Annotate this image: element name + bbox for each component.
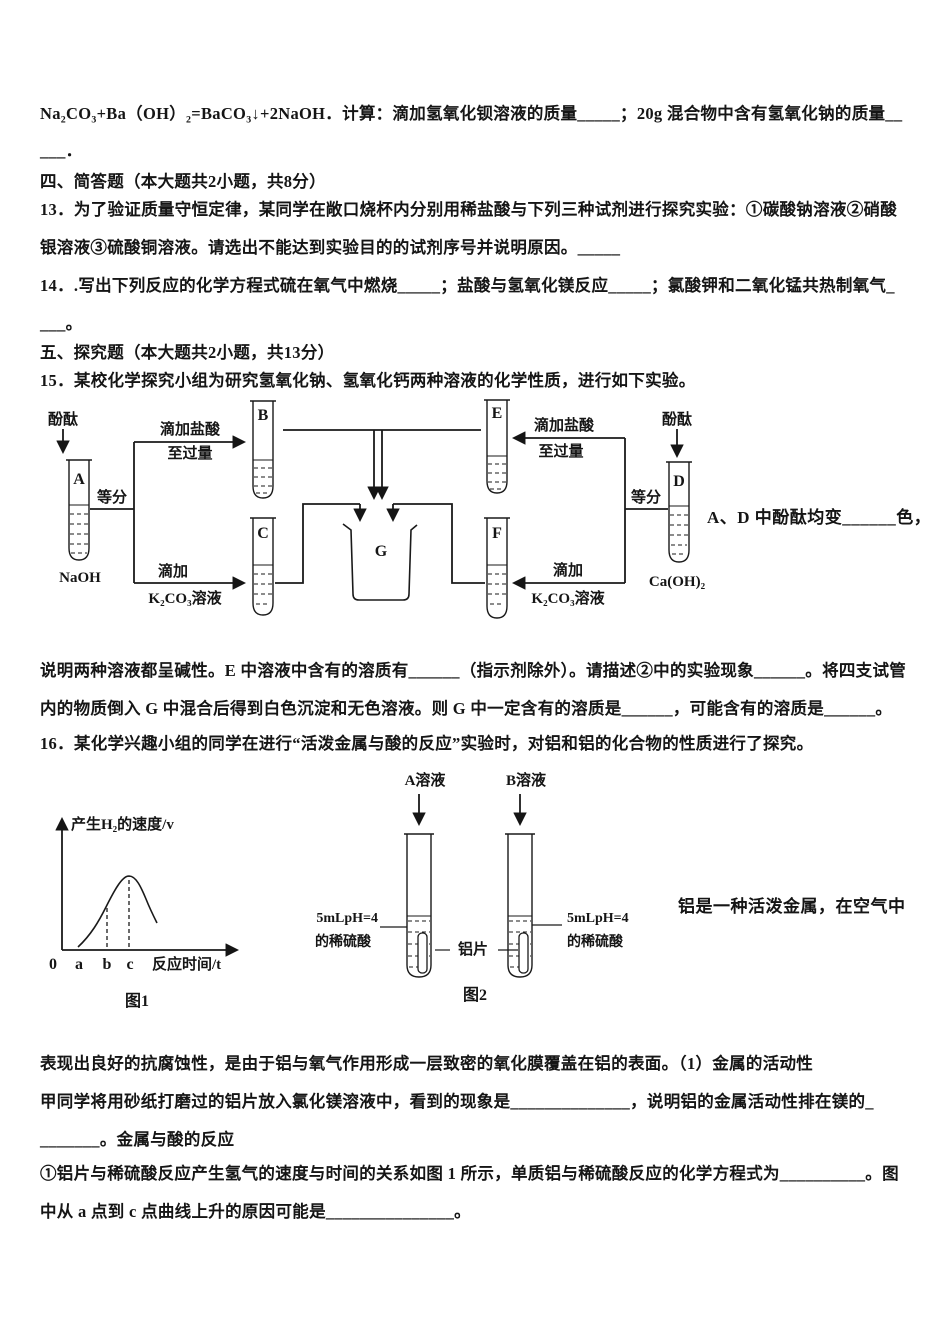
- phenolphthalein-label-left: 酚酞: [48, 410, 78, 428]
- aluminum-label: 铝片: [458, 940, 488, 958]
- figure-2-caption: 图2: [463, 986, 487, 1004]
- add-k2co3-right-label-2: K₂CO₃溶液: [531, 589, 605, 607]
- aluminum-strip: [417, 932, 428, 974]
- text-line-blank-1: ___．: [40, 141, 83, 160]
- c-to-g-connector: [275, 503, 360, 584]
- test-tube-b: B: [250, 400, 276, 499]
- question-14-line-1: 14．.写出下列反应的化学方程式硫在氧气中燃烧_____；盐酸与氢氧化镁反应__…: [40, 276, 895, 295]
- add-k2co3-right-label-1: 滴加: [553, 561, 583, 579]
- diagram1-side-note: A、D 中酚酞均变______色，: [707, 508, 932, 527]
- figure-2-test-tubes: A溶液 B溶液 5mLpH=4: [315, 771, 629, 1004]
- tube-f-letter: F: [492, 525, 502, 542]
- naoh-label: NaOH: [59, 570, 101, 586]
- test-tube-e: E: [484, 399, 510, 494]
- solution-a-label: A溶液: [405, 771, 447, 789]
- question-16-line-4: ①铝片与稀硫酸反应产生氢气的速度与时间的关系如图 1 所示，单质铝与稀硫酸反应的…: [40, 1164, 899, 1183]
- question-16-line-5: 中从 a 点到 c 点曲线上升的原因可能是_______________。: [40, 1202, 471, 1221]
- add-hcl-left-label-1: 滴加盐酸: [160, 420, 221, 438]
- beaker-g: G: [342, 523, 418, 601]
- tick-a: a: [75, 956, 83, 973]
- add-k2co3-left-label-2: K₂CO₃溶液: [148, 589, 222, 607]
- tube-b-letter: B: [258, 407, 269, 424]
- question-15-intro: 15．某校化学探究小组为研究氢氧化钠、氢氧化钙两种溶液的化学性质，进行如下实验。: [40, 371, 696, 390]
- figure-1-caption: 图1: [125, 992, 149, 1010]
- test-tube-a: A: [66, 459, 92, 561]
- acid-right-label-2: 的稀硫酸: [567, 933, 624, 950]
- acid-right-label-1: 5mLpH=4: [567, 911, 629, 926]
- question-15-line-2: 内的物质倒入 G 中混合后得到白色沉淀和无色溶液。则 G 中一定含有的溶质是__…: [40, 699, 893, 718]
- test-tube-right: [505, 833, 535, 978]
- question-13-line-1: 13．为了验证质量守恒定律，某同学在敞口烧杯内分别用稀盐酸与下列三种试剂进行探究…: [40, 200, 898, 219]
- question-15-experiment-diagram: 酚酞 A NaOH 等分 滴加盐酸 至过量: [48, 399, 706, 619]
- tube-d-letter: D: [673, 473, 685, 490]
- tube-c-letter: C: [257, 525, 269, 542]
- add-hcl-right-label-1: 滴加盐酸: [534, 416, 595, 434]
- solution-b-label: B溶液: [506, 771, 547, 789]
- beaker-g-letter: G: [375, 543, 388, 560]
- question-16-line-1: 表现出良好的抗腐蚀性，是由于铝与氧气作用形成一层致密的氧化膜覆盖在铝的表面。（1…: [40, 1054, 814, 1073]
- caoh2-label: Ca(OH)₂: [649, 574, 706, 590]
- text-line-equation: Na₂CO₃+Ba（OH）₂=BaCO₃↓+2NaOH．计算：滴加氢氧化钡溶液的…: [40, 104, 903, 123]
- add-hcl-left-label-2: 至过量: [167, 444, 212, 462]
- question-15-line-1: 说明两种溶液都呈碱性。E 中溶液中含有的溶质有______（指示剂除外）。请描述…: [40, 661, 907, 680]
- test-tube-c: C: [250, 517, 276, 616]
- figure-1-rate-graph: 产生H₂的速度/v 0 a b c 反应时间/t 图1: [49, 815, 240, 1010]
- equal-split-right-label: 等分: [631, 488, 661, 506]
- tick-c: c: [126, 956, 133, 973]
- question-16-line-2: 甲同学将用砂纸打磨过的铝片放入氯化镁溶液中，看到的现象是____________…: [40, 1092, 874, 1111]
- add-k2co3-left-label-1: 滴加: [158, 562, 188, 580]
- section-5-heading: 五、探究题（本大题共2小题，共13分）: [40, 343, 335, 362]
- y-axis-label: 产生H₂的速度/v: [71, 815, 174, 833]
- test-tube-f: F: [484, 517, 510, 619]
- phenolphthalein-label-right: 酚酞: [662, 410, 692, 428]
- f-to-g-connector: [393, 503, 485, 584]
- question-14-line-2: ___。: [40, 314, 83, 333]
- add-hcl-right-label-2: 至过量: [538, 442, 583, 460]
- tube-e-letter: E: [492, 405, 503, 422]
- figure2-side-note: 铝是一种活泼金属，在空气中: [678, 897, 906, 916]
- tick-b: b: [103, 956, 112, 973]
- tick-0: 0: [49, 956, 57, 973]
- acid-left-label-2: 的稀硫酸: [315, 933, 372, 950]
- h2-rate-curve: [77, 875, 158, 948]
- equal-split-left-label: 等分: [97, 488, 127, 506]
- x-axis-label: 反应时间/t: [152, 955, 221, 973]
- question-16-intro: 16．某化学兴趣小组的同学在进行“活泼金属与酸的反应”实验时，对铝和铝的化合物的…: [40, 734, 814, 753]
- tube-a-letter: A: [73, 471, 85, 488]
- section-4-heading: 四、简答题（本大题共2小题，共8分）: [40, 172, 326, 191]
- acid-left-label-1: 5mLpH=4: [316, 911, 378, 926]
- question-16-line-3: _______。金属与酸的反应: [40, 1130, 235, 1149]
- aluminum-strip: [518, 932, 529, 974]
- question-13-line-2: 银溶液③硫酸铜溶液。请选出不能达到实验目的的试剂序号并说明原因。_____: [40, 238, 621, 257]
- test-tube-left: [404, 833, 434, 978]
- test-tube-d: D: [666, 461, 692, 563]
